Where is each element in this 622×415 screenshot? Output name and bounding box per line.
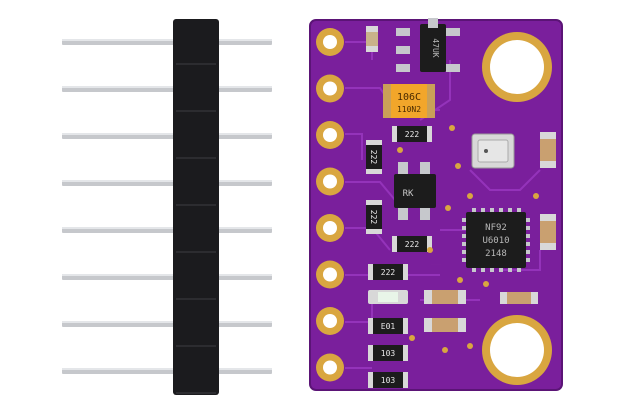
smd-resistor: 103 [368, 372, 408, 388]
ic-pin [517, 266, 521, 272]
pcb-vias [397, 125, 539, 353]
tantalum-marking-2: 110N2 [397, 105, 421, 114]
smd-resistor: 222 [392, 236, 432, 252]
ic-pin [508, 208, 512, 214]
resistor-marking: 222 [381, 268, 396, 277]
ceramic-cap-top [366, 26, 378, 52]
sensor-breakout-board: 106C 110N2 47UK [309, 18, 563, 391]
ic-pin [462, 226, 468, 230]
ceramic-cap-row-3 [424, 318, 466, 332]
resistor-marking: 103 [381, 376, 396, 385]
via [449, 125, 455, 131]
sot23-regulator: 47UK [396, 18, 460, 72]
ic-marking-3: 2148 [485, 249, 507, 259]
ic-pin [462, 234, 468, 238]
edge-pad-hole [323, 360, 337, 375]
header-pin-highlight [62, 227, 272, 229]
mounting-hole-top [482, 32, 552, 102]
ic-pin [524, 258, 530, 262]
header-pins [62, 39, 272, 374]
edge-pad-hole [323, 221, 337, 235]
edge-pad-hole [323, 314, 337, 328]
resistor-marking: 103 [381, 349, 396, 358]
via [467, 343, 473, 349]
via [427, 247, 433, 253]
tantalum-marking-1: 106C [397, 92, 421, 103]
via [442, 347, 448, 353]
ic-pin [499, 208, 503, 214]
ic-pin [490, 266, 494, 272]
smd-resistor: 222 [366, 140, 382, 174]
via [483, 281, 489, 287]
header-pin-highlight [62, 321, 272, 323]
ic-pin [524, 242, 530, 246]
header-plastic-body [173, 19, 219, 395]
header-pin-highlight [62, 39, 272, 41]
ic-pin [462, 258, 468, 262]
ic-pin [524, 218, 530, 222]
via [533, 193, 539, 199]
ic-pin [462, 218, 468, 222]
ceramic-cap-row-2 [500, 292, 538, 304]
ic-pin [508, 266, 512, 272]
ceramic-cap-row-1 [424, 290, 466, 304]
via [467, 193, 473, 199]
header-pin-highlight [62, 368, 272, 370]
resistor-marking: 222 [369, 210, 378, 225]
smd-resistor: E01 [368, 318, 408, 334]
edge-pad-hole [323, 81, 337, 96]
via [445, 205, 451, 211]
edge-pads [316, 28, 344, 382]
header-pin-highlight [62, 274, 272, 276]
sot23-marking: 47UK [431, 38, 440, 57]
header-pin-highlight [62, 86, 272, 88]
edge-pad-hole [323, 174, 337, 189]
ic-marking-2: U6010 [482, 236, 509, 246]
via [397, 147, 403, 153]
ic-pin [524, 234, 530, 238]
ic-pin [499, 266, 503, 272]
ceramic-cap-right-1 [540, 132, 556, 168]
ic-marking-1: NF92 [485, 223, 507, 233]
smd-resistor: 222 [392, 126, 432, 142]
imu-chip: NF92 U6010 2148 [462, 208, 530, 272]
ic-pin [472, 208, 476, 214]
edge-pad-hole [323, 35, 337, 49]
ic-pin [481, 266, 485, 272]
smd-resistor: 222 [368, 264, 408, 280]
edge-pad-hole [323, 128, 337, 142]
ic-pin [524, 250, 530, 254]
pin-header [62, 19, 272, 395]
via [409, 335, 415, 341]
smd-resistor: 103 [368, 345, 408, 361]
resistor-marking: 222 [369, 150, 378, 165]
ic-pin [462, 242, 468, 246]
resistor-marking: E01 [381, 322, 396, 331]
mounting-hole-bottom [482, 315, 552, 385]
header-pin-highlight [62, 180, 272, 182]
edge-pad-hole [323, 267, 337, 282]
resistor-marking: 222 [405, 240, 420, 249]
transistor-marking: RK [403, 189, 414, 199]
sot23-transistor: RK [394, 162, 436, 220]
via [455, 163, 461, 169]
pressure-sensor [471, 133, 515, 169]
ic-pin [472, 266, 476, 272]
ic-pin [490, 208, 494, 214]
ic-pin [524, 226, 530, 230]
header-segments [176, 63, 216, 394]
power-led [368, 290, 408, 304]
ic-pin [462, 250, 468, 254]
tantalum-capacitor: 106C 110N2 [383, 84, 435, 118]
header-pin-highlight [62, 133, 272, 135]
via [457, 277, 463, 283]
ic-pin [517, 208, 521, 214]
ceramic-cap-right-2 [540, 214, 556, 250]
smd-resistor: 222 [366, 200, 382, 234]
ic-pin [481, 208, 485, 214]
resistor-marking: 222 [405, 130, 420, 139]
